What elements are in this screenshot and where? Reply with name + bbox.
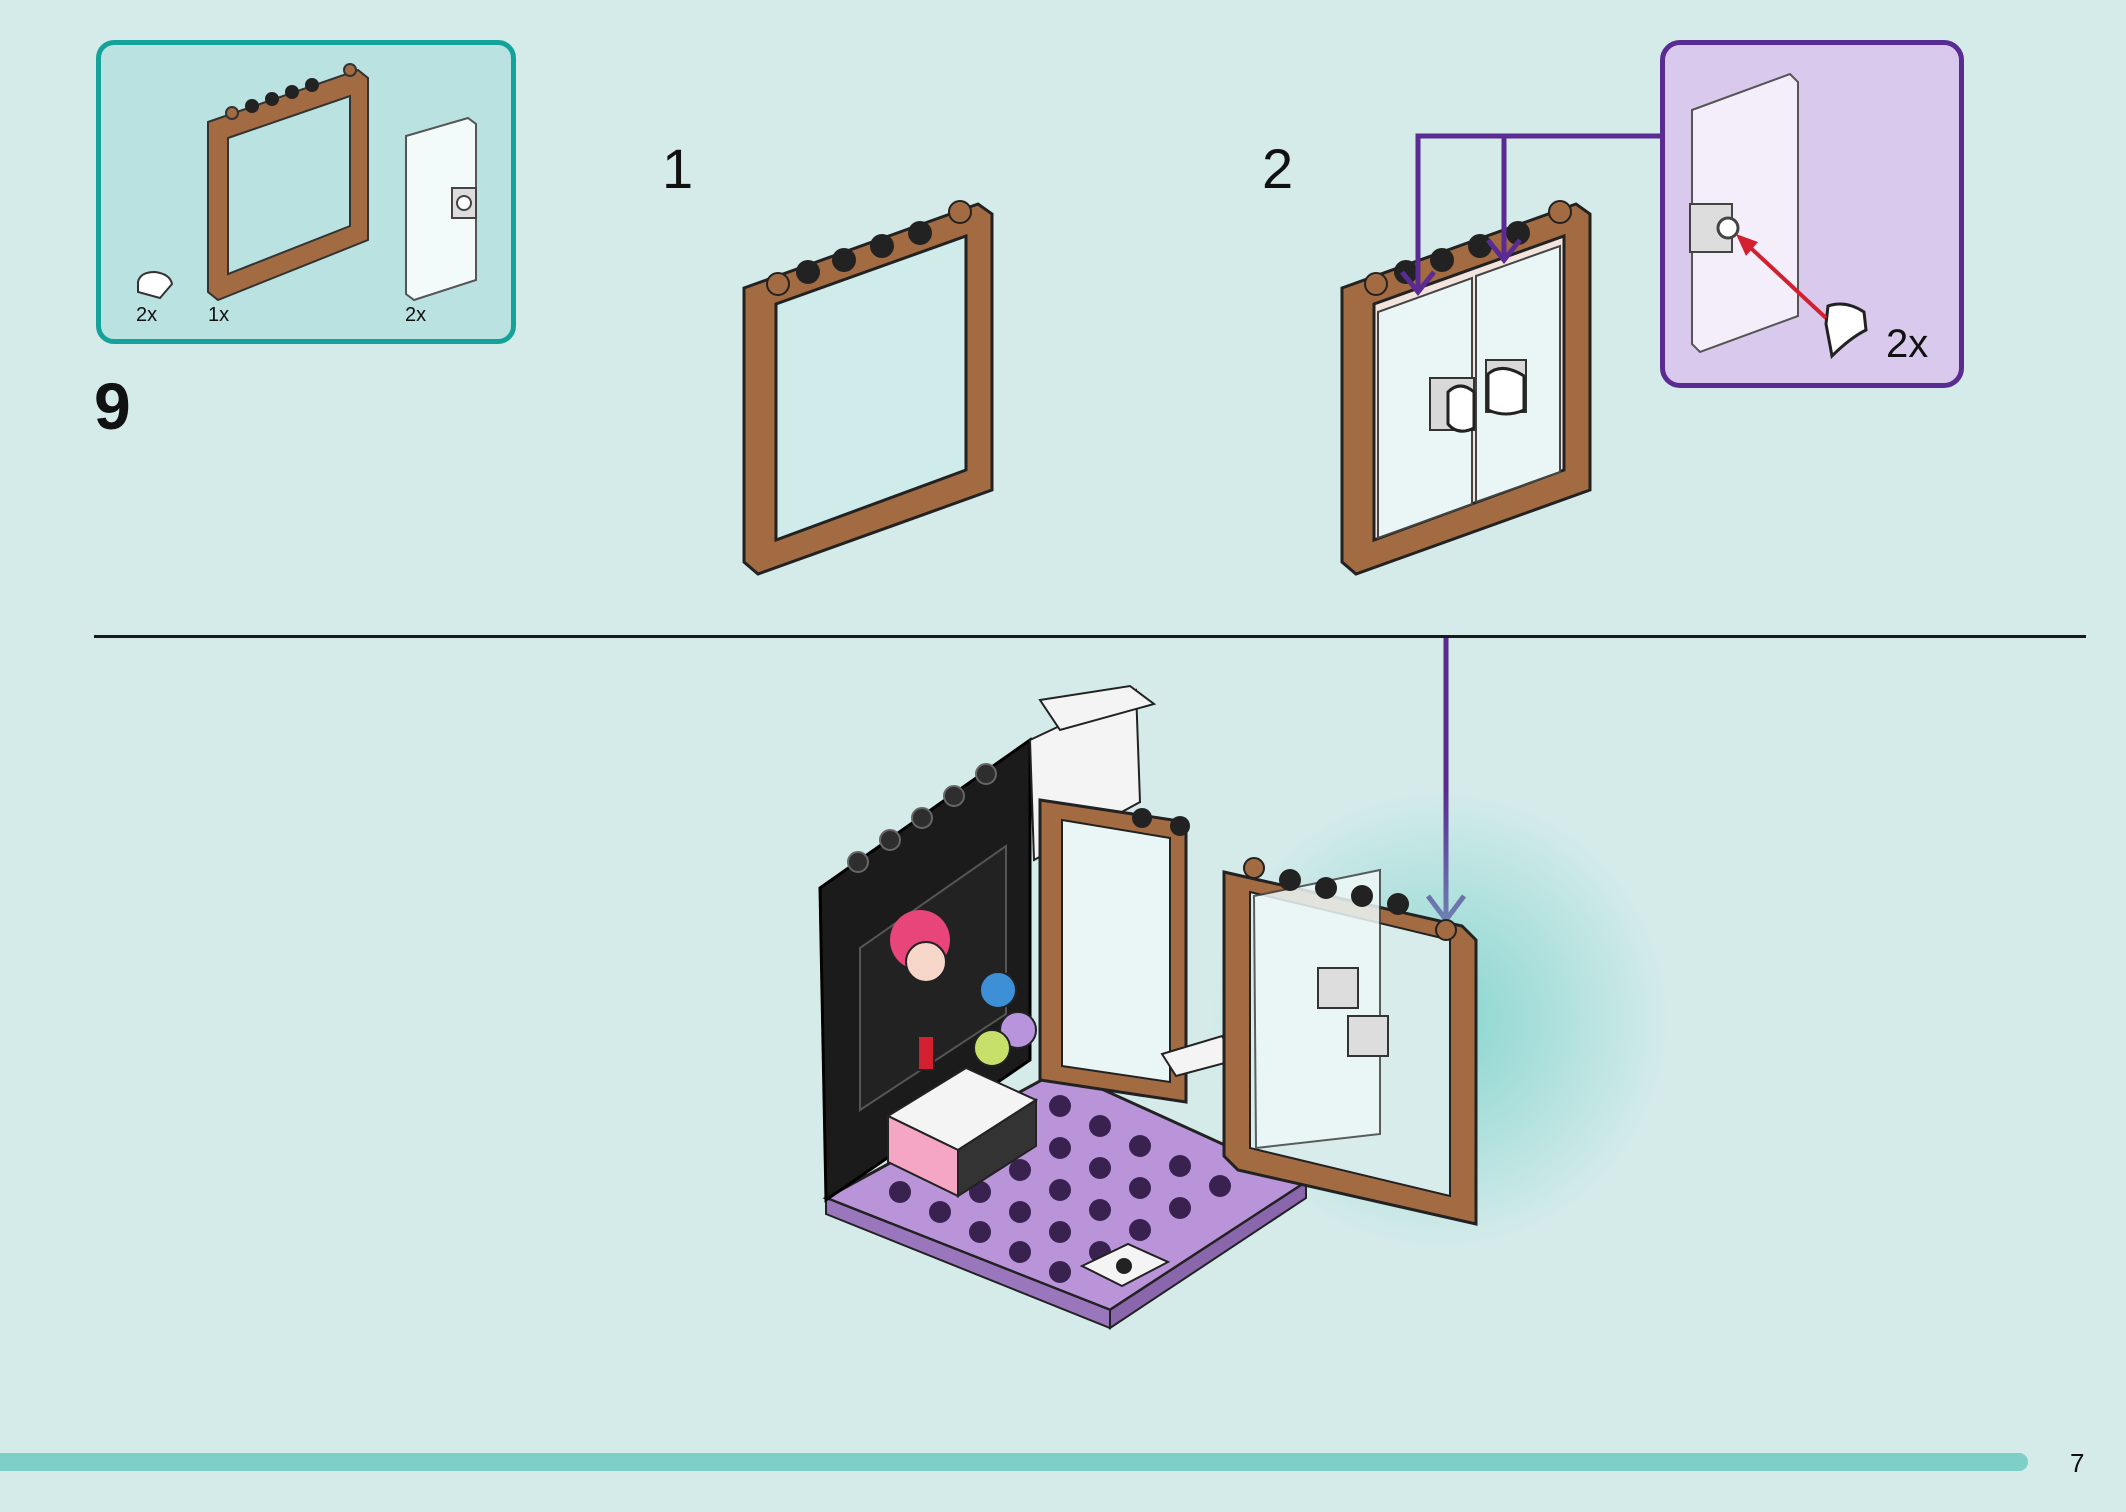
sub-step-2: 2 [1262, 137, 1294, 200]
page-number: 7 [2070, 1448, 2085, 1478]
part-window-pane-icon [405, 116, 477, 302]
step1-window-frame [742, 200, 994, 576]
part-qty-pane: 2x [405, 304, 427, 326]
callout-qty: 2x [1886, 322, 1929, 366]
part-tile-icon [137, 270, 174, 300]
main-assembly-scene [818, 684, 1670, 1330]
part-qty-frame: 1x [208, 304, 230, 326]
step-divider [94, 635, 2086, 638]
sub-step-1: 1 [662, 137, 694, 200]
callout-arrows [1400, 133, 1660, 297]
callout-pane-icon [1689, 72, 1868, 360]
step-number: 9 [94, 369, 131, 443]
progress-bar [0, 1453, 2028, 1471]
step2-window-assembly [1340, 200, 1592, 576]
part-qty-tile: 2x [136, 304, 158, 326]
part-window-frame-icon [207, 63, 369, 302]
